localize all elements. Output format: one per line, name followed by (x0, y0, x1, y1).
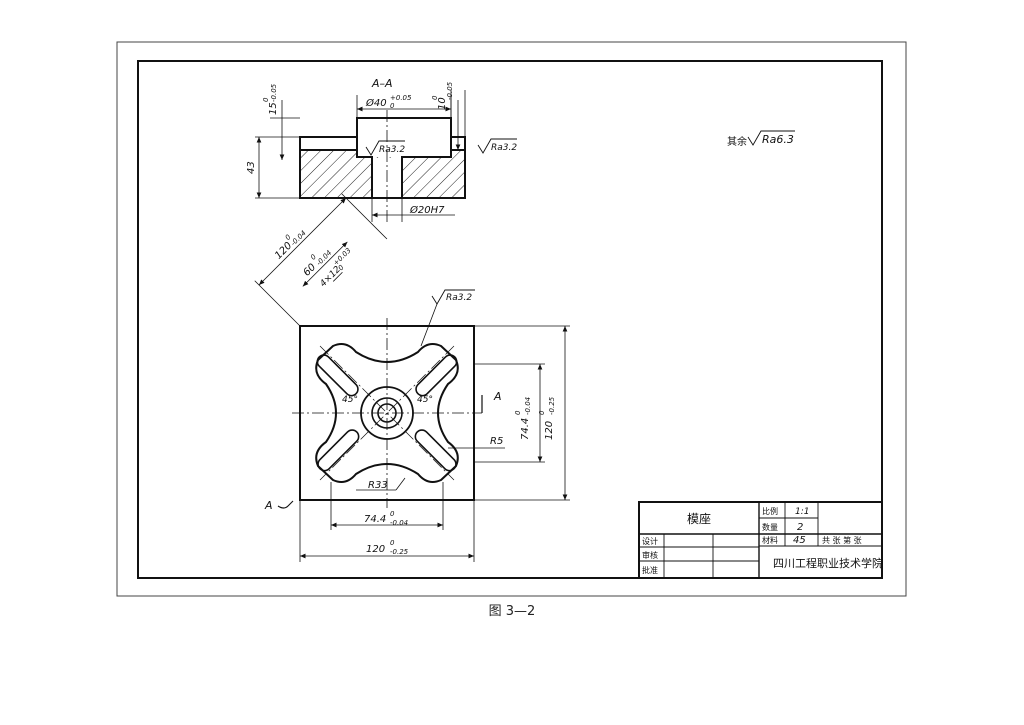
design-label: 设计 (642, 536, 658, 546)
section-view: A–A Ø40 +0.05 0 15 0 -0.05 43 10 0 -0.05… (246, 77, 517, 222)
dim-diag-120-tol-lower: -0.04 (289, 229, 307, 247)
dim-right-120-tol-lower: -0.25 (548, 396, 556, 415)
general-roughness-value: Ra6.3 (762, 133, 794, 146)
qty-value: 2 (797, 522, 803, 533)
section-title: A–A (371, 77, 393, 90)
dim-diag-60: 60 (301, 262, 318, 279)
dim-height-total: 43 (246, 161, 257, 174)
general-roughness-prefix: 其余 (727, 135, 747, 148)
roughness-label-2: Ra3.2 (491, 143, 517, 153)
drawing-frame (137, 60, 883, 579)
dim-bottom-120: 120 (366, 544, 385, 555)
material-label: 材料 (762, 535, 778, 545)
dim-right-74-tol-upper: 0 (514, 410, 522, 415)
dim-diag-120-tol-upper: 0 (284, 233, 293, 242)
dim-right-74: 74.4 (520, 418, 531, 440)
slot-bottom-left (317, 429, 360, 472)
roughness-label-1: Ra3.2 (379, 145, 405, 155)
dim-right-120-tol-upper: 0 (538, 410, 546, 415)
dim-right-120: 120 (544, 421, 555, 440)
figure-caption: 图 3—2 (488, 604, 536, 619)
dim-bottom-74: 74.4 (364, 514, 386, 525)
scale-value: 1:1 (795, 507, 809, 517)
slot-bottom-right (414, 429, 457, 472)
angle-right: 45° (417, 395, 433, 405)
radius-small: R5 (490, 436, 503, 447)
dim-slots-tol-lower: 0 (337, 263, 346, 272)
plan-view: 45° 45° A R5 R33 A Ra3.2 74.4 0 -0.04 12… (254, 193, 570, 562)
dim-diag-60-tol-upper: 0 (309, 252, 318, 261)
school-name: 四川工程职业技术学院 (773, 556, 883, 570)
dim-diag-60-tol-lower: -0.04 (315, 249, 333, 267)
dim-right-74-tol-lower: -0.04 (524, 397, 532, 415)
dim-height-top-tol-lower: -0.05 (270, 83, 278, 102)
dim-step-right: 10 (437, 97, 448, 110)
qty-label: 数量 (762, 522, 778, 532)
part-name: 模座 (687, 511, 711, 526)
drawing-sheet-count: 共 张 第 张 (822, 535, 862, 545)
section-mark-right: A (493, 390, 502, 403)
boss-circle (360, 386, 414, 440)
dim-bore-bottom: Ø20H7 (409, 204, 445, 216)
dim-bottom-74-tol-upper: 0 (390, 510, 395, 518)
material-value: 45 (793, 535, 806, 546)
scale-label: 比例 (762, 506, 778, 516)
dim-step-right-tol-upper: 0 (431, 95, 439, 100)
dim-slots-tol-upper: +0.03 (332, 246, 353, 267)
dim-bottom-120-tol-upper: 0 (390, 539, 395, 547)
sheet-outer-border (116, 41, 907, 597)
slot-top-left (316, 354, 359, 397)
section-mark-bottom: A (264, 499, 273, 512)
dim-height-top: 15 (268, 102, 279, 115)
approve-label: 批准 (642, 565, 658, 575)
angle-left: 45° (342, 395, 358, 405)
title-block: 模座 比例 1:1 数量 2 材料 45 共 张 第 张 设计 审核 批准 四川… (638, 501, 883, 579)
pocket-outline (315, 343, 459, 483)
dim-step-right-tol-lower: -0.05 (446, 81, 454, 100)
plan-roughness: Ra3.2 (446, 293, 472, 303)
check-label: 审核 (642, 550, 658, 560)
general-roughness-note: 其余 Ra6.3 (727, 130, 795, 148)
slot-top-right (415, 354, 458, 397)
dim-bottom-120-tol-lower: -0.25 (390, 548, 409, 556)
dim-bore-top-tol-lower: 0 (390, 102, 395, 110)
dim-bore-top-tol-upper: +0.05 (390, 94, 412, 102)
dim-height-top-tol-upper: 0 (262, 97, 270, 102)
radius-large: R33 (368, 480, 388, 491)
dim-bore-top: Ø40 (365, 97, 387, 109)
dim-bottom-74-tol-lower: -0.04 (390, 519, 408, 527)
